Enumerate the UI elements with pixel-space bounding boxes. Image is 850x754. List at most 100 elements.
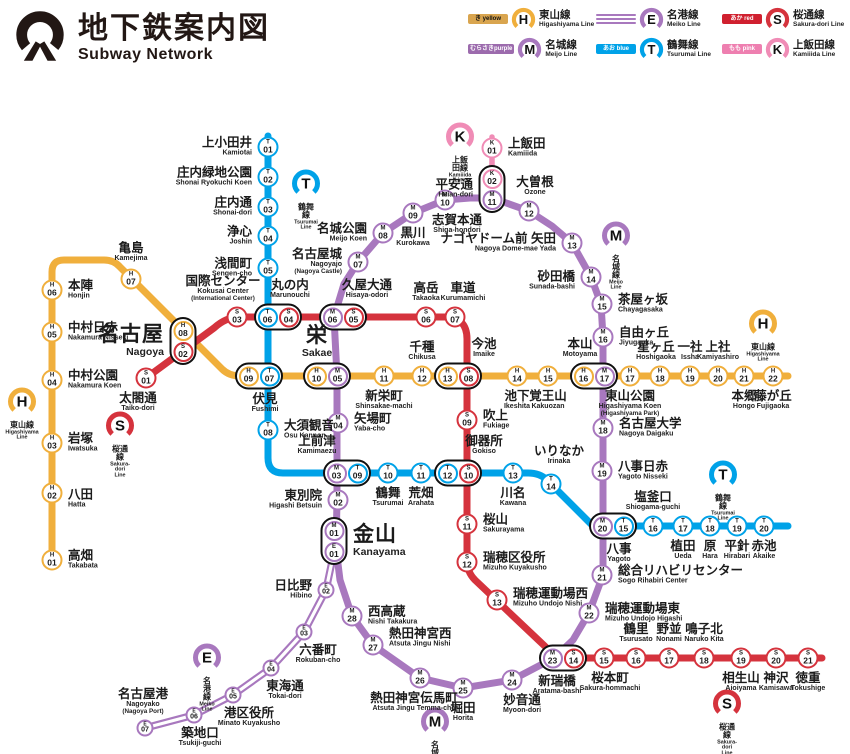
label-en: Hisaya-odori <box>345 291 389 299</box>
station-number: 10 <box>463 470 474 481</box>
legend-name-jp: 名城線 <box>545 39 577 51</box>
label-en: Chayagasaka <box>618 306 663 314</box>
station-letter: H <box>770 368 776 375</box>
label-en: Atsuta Jingu Temma-cho <box>372 705 456 713</box>
page-subtitle: Subway Network <box>78 45 214 63</box>
label-en: Kamiyashiro <box>696 353 740 361</box>
label-jp: 久屋大通 <box>341 277 393 292</box>
